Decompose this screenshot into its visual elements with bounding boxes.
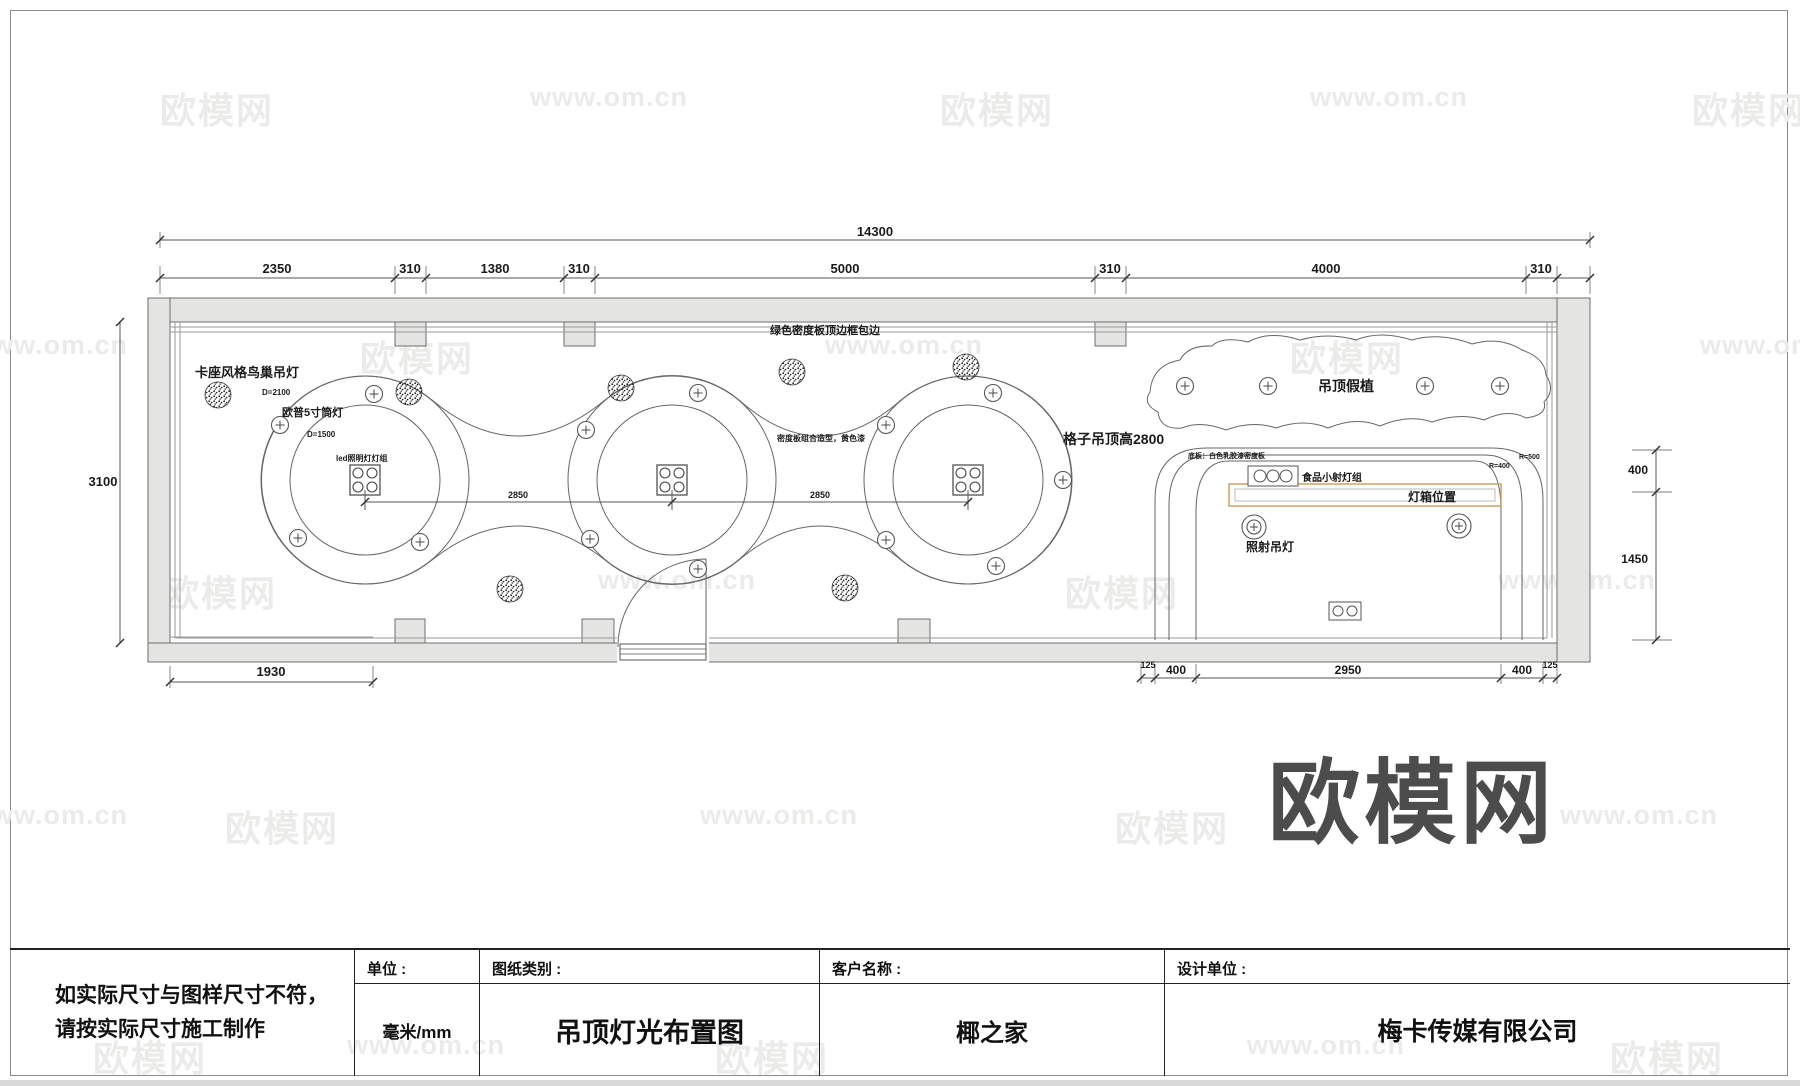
drawing-type-value: 吊顶灯光布置图 [555, 1017, 744, 1048]
client-value: 椰之家 [956, 1019, 1028, 1047]
dimension-texts: 14300 2350 310 1380 310 5000 310 4000 31… [89, 224, 1649, 679]
unit-value: 毫米/mm [382, 1022, 452, 1042]
watermark-site-name: 欧模网 [940, 90, 1055, 131]
dim-left-height: 3100 [89, 474, 118, 489]
dim-seg-1: 2350 [263, 261, 292, 276]
dim-spacing-1: 2850 [508, 490, 528, 500]
construction-note: 如实际尺寸与图样尺寸不符， 请按实际尺寸施工制作 [10, 950, 355, 1076]
dim-total-width: 14300 [857, 224, 893, 239]
watermark-url: www.om.cn [347, 1030, 506, 1060]
dim-seg-6: 310 [1099, 261, 1121, 276]
entry-door [617, 558, 709, 664]
dim-corner-r500: R=500 [1519, 454, 1540, 461]
spot-pendant-lights [1241, 513, 1472, 540]
nest-pendant-lights [204, 353, 980, 603]
dimension-lines [119, 232, 1672, 688]
unit-label: 单位 : [355, 950, 479, 984]
drawing-type-cell: 图纸类别 : 吊顶灯光布置图 [480, 950, 820, 1076]
watermark-site-name: 欧模网 [160, 90, 275, 131]
watermark-site-name: 欧模网 [1692, 90, 1800, 131]
bottom-edge-strip [0, 1080, 1800, 1086]
double-spot-box [1328, 601, 1362, 621]
watermark-url: www.om.cn [1700, 330, 1800, 360]
title-block: 如实际尺寸与图样尺寸不符， 请按实际尺寸施工制作 单位 : 毫米/mm 图纸类别… [10, 948, 1790, 1076]
dim-br-3: 2950 [1335, 663, 1362, 677]
ceiling-circles [260, 375, 1073, 585]
dim-br-2: 400 [1166, 663, 1186, 677]
watermark-site-name: 欧模网 [1610, 1038, 1725, 1079]
dim-br-5: 125 [1542, 660, 1557, 670]
watermark-url: www.om.cn [1310, 82, 1469, 112]
food-spotlight-box [1247, 465, 1299, 487]
light-box [1228, 483, 1502, 507]
dim-seg-8: 310 [1530, 261, 1552, 276]
dim-bottom-left: 1930 [257, 664, 286, 679]
dim-br-4: 400 [1512, 663, 1532, 677]
label-nest-light: 卡座风格鸟巢吊灯 [195, 365, 299, 380]
drawing-type-label: 图纸类别 : [480, 950, 819, 984]
counter-bulkhead [1154, 447, 1544, 640]
sheet-border [10, 10, 1788, 1076]
scallop-band [261, 375, 1072, 585]
watermark-site-name: 欧模网 [1115, 808, 1230, 849]
watermark-site-name: 欧模网 [163, 573, 278, 614]
watermark-url: www.om.cn [700, 800, 859, 830]
label-food-spot: 食品小射灯组 [1301, 471, 1362, 484]
watermark-url: www.om.cn [530, 82, 689, 112]
note-line-2: 请按实际尺寸施工制作 [55, 1018, 265, 1041]
watermark-url: www.om.cn [0, 800, 129, 830]
label-board-shape: 密度板组合造型，黄色漆 [776, 433, 865, 443]
dim-right-bottom: 1450 [1621, 552, 1648, 566]
watermark-site-name: 欧模网 [225, 808, 340, 849]
watermark-site-name: 欧模网 [1065, 573, 1180, 614]
label-fake-plant: 吊顶假植 [1318, 378, 1374, 394]
dim-seg-7: 4000 [1312, 261, 1341, 276]
watermark-url: www.om.cn [1560, 800, 1719, 830]
label-light-box: 灯箱位置 [1408, 489, 1456, 504]
dim-seg-5: 5000 [831, 261, 860, 276]
watermark-site-name: 欧模网 [715, 1038, 830, 1079]
unit-cell: 单位 : 毫米/mm [355, 950, 480, 1076]
label-base-board: 底板：白色乳胶漆密度板 [1188, 451, 1266, 460]
dim-seg-2: 310 [399, 261, 421, 276]
dim-br-1: 125 [1140, 660, 1155, 670]
ceiling-edge-trim [170, 322, 1557, 639]
dim-seg-4: 310 [568, 261, 590, 276]
fake-plant-cloud [1146, 334, 1551, 431]
dim-inner-d: D=1500 [307, 430, 336, 439]
watermark-url: www.om.cn [825, 330, 984, 360]
watermark-url: www.om.cn [0, 330, 129, 360]
label-green-edge: 绿色密度板顶边框包边 [770, 323, 881, 337]
label-grid-ceiling: 格子吊顶高2800 [1063, 431, 1164, 447]
note-line-1: 如实际尺寸与图样尺寸不符， [55, 984, 328, 1008]
dim-seg-3: 1380 [481, 261, 510, 276]
watermark-url: www.om.cn [598, 565, 757, 595]
label-spot-pendant: 照射吊灯 [1246, 539, 1294, 554]
site-logo-watermark: 欧模网 [1268, 753, 1557, 855]
designer-label: 设计单位 : [1165, 950, 1790, 984]
dim-right-top: 400 [1628, 463, 1648, 477]
annotation-labels: 卡座风格鸟巢吊灯 欧普5寸筒灯 led照明灯灯组 绿色密度板顶边框包边 密度板组… [195, 323, 1456, 554]
designer-cell: 设计单位 : 梅卡传媒有限公司 [1165, 950, 1790, 1076]
dimension-ticks [115, 235, 1661, 687]
watermark-url: www.om.cn [1247, 1030, 1406, 1060]
dim-spacing-2: 2850 [810, 490, 830, 500]
designer-value: 梅卡传媒有限公司 [1377, 1018, 1578, 1046]
client-label: 客户名称 : [820, 950, 1164, 984]
client-cell: 客户名称 : 椰之家 [820, 950, 1165, 1076]
led-fixtures [349, 464, 984, 503]
dim-outer-d: D=2100 [262, 388, 291, 397]
label-led-group: led照明灯灯组 [336, 453, 388, 463]
dim-corner-r400: R=400 [1489, 463, 1510, 470]
watermark-site-name: 欧模网 [93, 1038, 208, 1079]
watermark-site-name: 欧模网 [1290, 338, 1405, 379]
label-downlight: 欧普5寸筒灯 [282, 405, 343, 419]
